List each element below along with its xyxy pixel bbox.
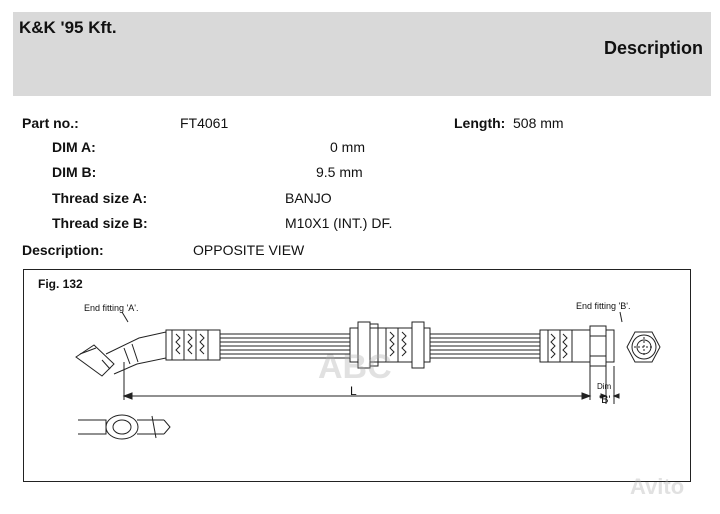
length-symbol: L: [350, 384, 357, 398]
mid-bracket: [349, 321, 431, 369]
dim-b-marker: [600, 366, 620, 404]
end-fitting-a-label: End fitting 'A'.: [84, 303, 139, 313]
description-value: OPPOSITE VIEW: [193, 242, 305, 258]
page-title: Description: [603, 38, 703, 58]
ferrule-b: [539, 325, 615, 367]
dim-a-value: 0 mm: [330, 139, 365, 155]
thread-a-label: Thread size A:: [52, 190, 148, 206]
part-no-value: FT4061: [180, 115, 229, 131]
dim-b-symbol: 'B': [599, 394, 611, 406]
figure-label: Fig. 132: [38, 277, 83, 291]
hose-diagram: Fig. 132 End fitting 'A'. End fitting 'B…: [23, 269, 691, 482]
leader-line-a: [121, 311, 129, 323]
length-label: Length:: [454, 115, 506, 131]
leader-line-b: [619, 311, 623, 323]
dim-b-value: 9.5 mm: [316, 164, 363, 180]
header-bar: K&K '95 Kft. Description: [13, 12, 711, 96]
hex-nut-end-view: [626, 331, 661, 363]
description-label: Description:: [22, 242, 104, 258]
length-value: 508 mm: [513, 115, 564, 131]
hose-section-right: [429, 333, 541, 359]
banjo-fitting-a: [75, 331, 167, 377]
end-fitting-b-label: End fitting 'B'.: [576, 301, 631, 311]
thread-b-value: M10X1 (INT.) DF.: [285, 215, 393, 231]
dim-b-label: DIM B:: [52, 164, 97, 180]
company-name: K&K '95 Kft.: [19, 18, 117, 37]
banjo-eye-detail: [78, 414, 171, 440]
thread-a-value: BANJO: [285, 190, 332, 206]
thread-b-label: Thread size B:: [52, 215, 148, 231]
dim-a-label: DIM A:: [52, 139, 96, 155]
ferrule-a: [165, 329, 221, 361]
watermark-center: ABC: [318, 348, 392, 386]
length-dimension: [122, 362, 592, 400]
watermark-corner: Avito: [630, 474, 685, 499]
hose-drawing: [75, 311, 661, 440]
dim-label: Dim: [597, 382, 612, 391]
part-no-label: Part no.:: [22, 115, 79, 131]
